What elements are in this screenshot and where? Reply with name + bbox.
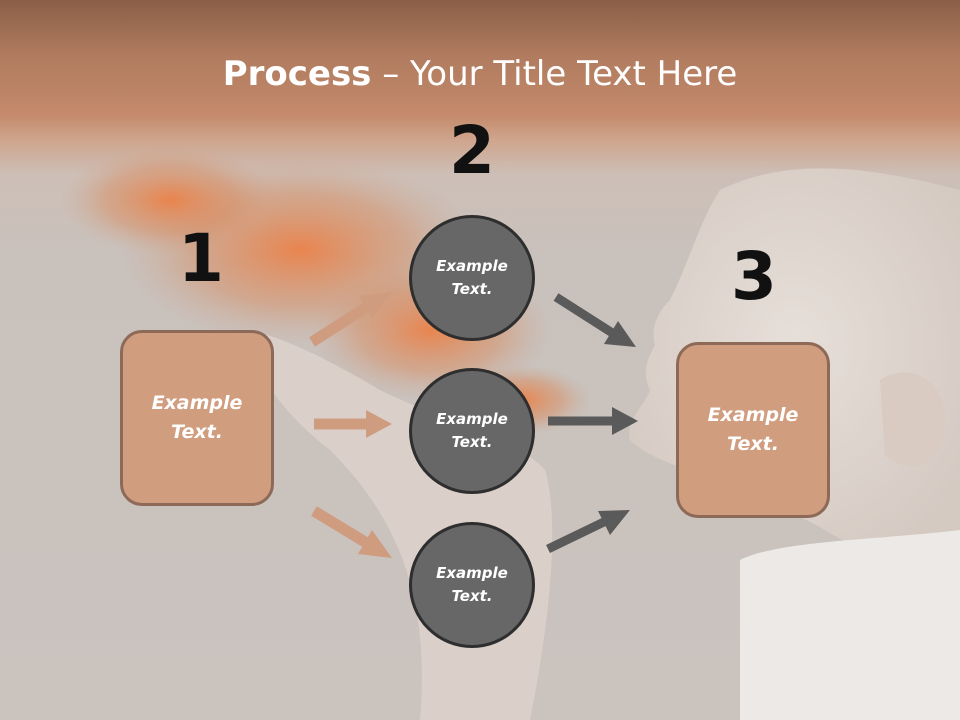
circle-middle[interactable]: Example Text. xyxy=(409,368,535,494)
title-rest: – Your Title Text Here xyxy=(371,54,738,94)
circle-top[interactable]: Example Text. xyxy=(409,215,535,341)
circle-bottom[interactable]: Example Text. xyxy=(409,522,535,648)
circle-bottom-label: Example Text. xyxy=(436,564,508,605)
arrow-from-circle-bottom xyxy=(546,510,630,554)
arrow-to-circle-bottom xyxy=(311,506,392,558)
arrow-from-circle-top xyxy=(553,293,636,347)
step-3-box[interactable]: Example Text. xyxy=(676,342,830,518)
arrow-to-circle-middle xyxy=(314,410,392,438)
step-1-box-label: Example Text. xyxy=(151,392,243,443)
circle-middle-label: Example Text. xyxy=(436,410,508,451)
title-bold: Process xyxy=(222,54,372,94)
step-number-3: 3 xyxy=(731,238,777,315)
step-number-1: 1 xyxy=(178,220,224,297)
arrow-from-circle-middle xyxy=(548,407,638,435)
circle-top-label: Example Text. xyxy=(436,257,508,298)
arrow-to-circle-top xyxy=(309,292,392,347)
step-3-box-label: Example Text. xyxy=(707,404,799,455)
step-number-2: 2 xyxy=(449,112,495,189)
slide-title: Process – Your Title Text Here xyxy=(0,54,960,94)
step-1-box[interactable]: Example Text. xyxy=(120,330,274,506)
